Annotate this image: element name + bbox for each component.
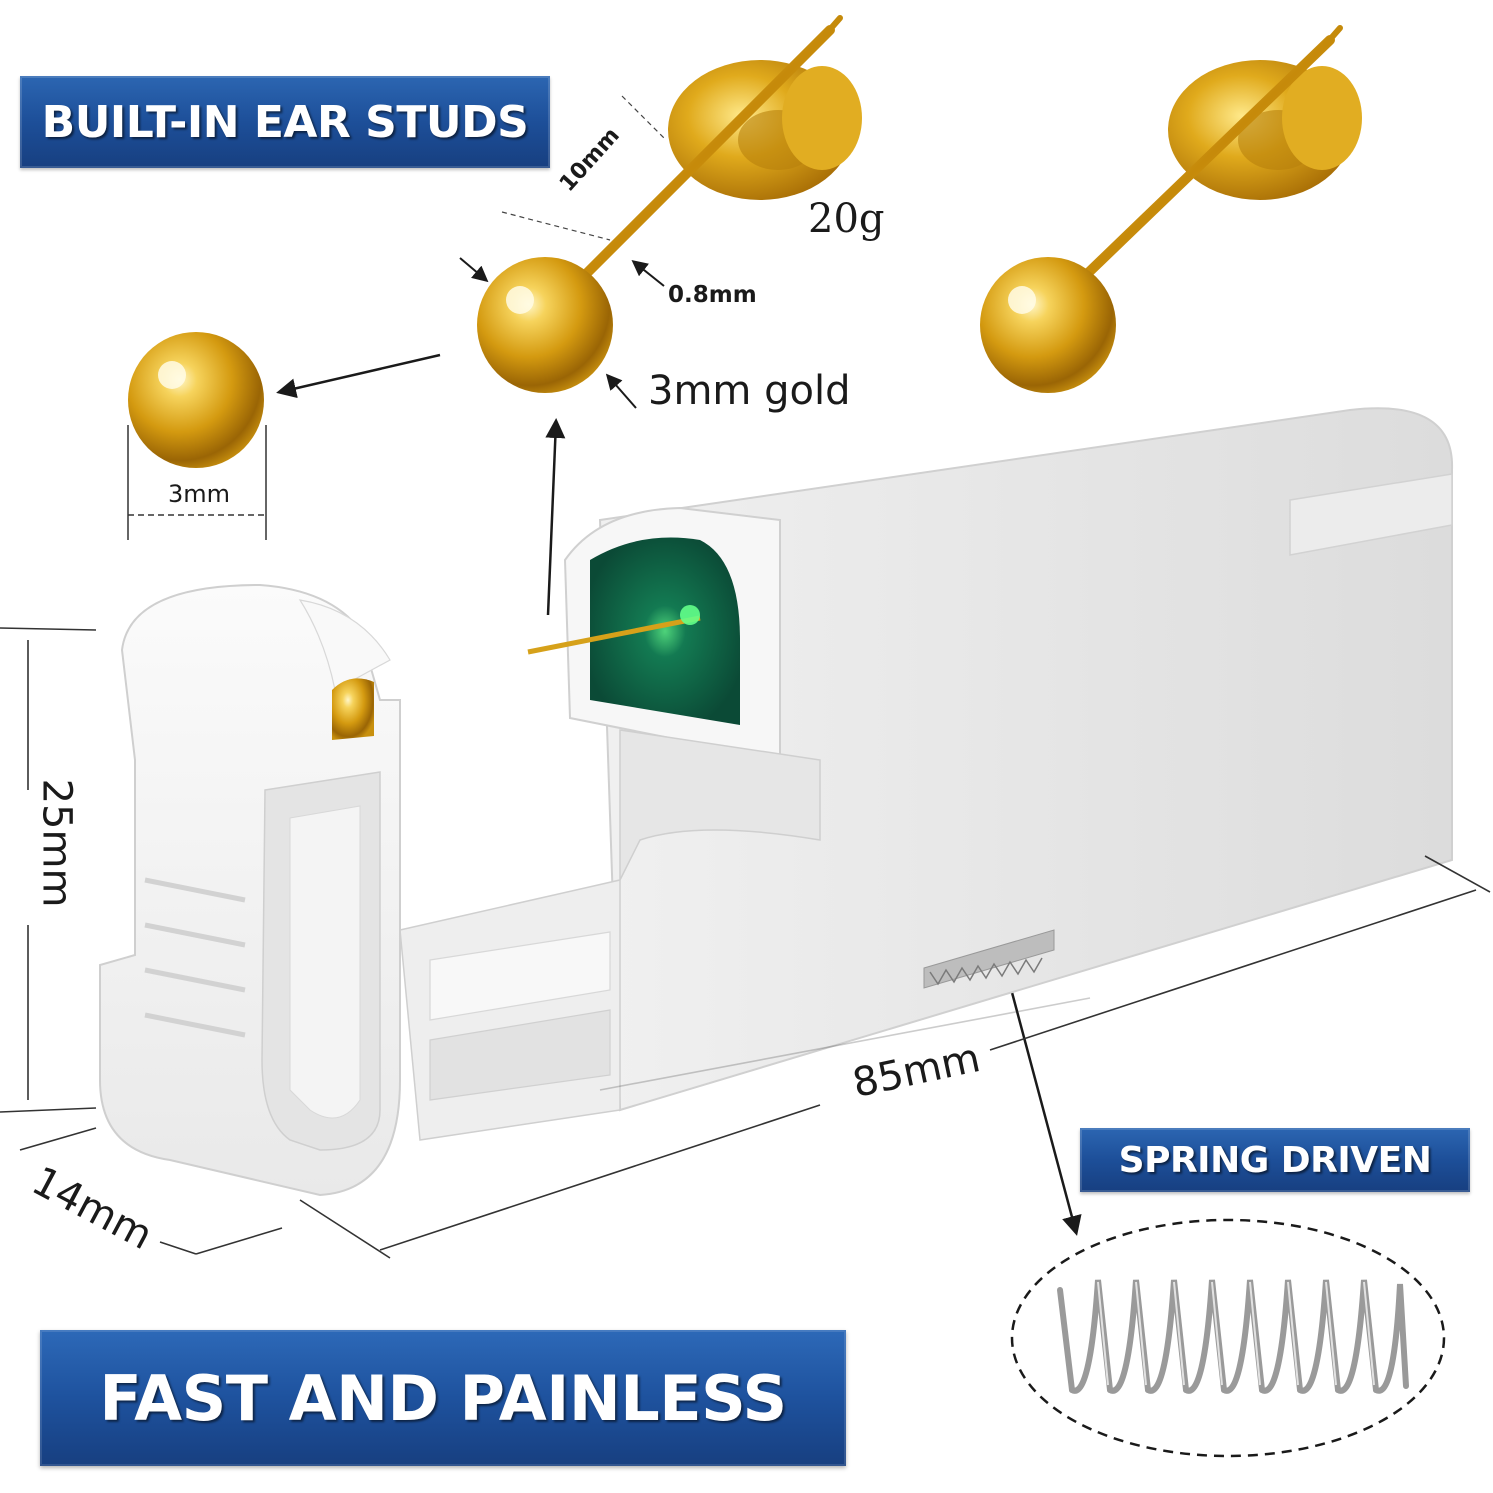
ear-stud-right xyxy=(980,25,1362,393)
spring-detail xyxy=(1010,1218,1446,1458)
label-ball-width: 3mm xyxy=(168,480,231,508)
needle xyxy=(527,615,701,655)
banner-built-in-ear-studs: BUILT-IN EAR STUDS xyxy=(20,76,550,168)
banner-built-in-text: BUILT-IN EAR STUDS xyxy=(41,96,529,148)
banner-fast-text: FAST AND PAINLESS xyxy=(99,1361,787,1435)
arrow-to-stud xyxy=(545,418,566,616)
label-pin-diameter: 0.8mm xyxy=(668,282,757,308)
banner-spring-text: SPRING DRIVEN xyxy=(1118,1139,1432,1181)
banner-fast-and-painless: FAST AND PAINLESS xyxy=(40,1330,846,1466)
arrow-to-ball xyxy=(276,353,441,399)
stud-ball xyxy=(477,257,613,393)
arrow-to-spring xyxy=(1008,984,1082,1236)
stud-pin xyxy=(555,25,835,305)
ear-stud-center xyxy=(477,15,862,393)
label-device-height: 25mm xyxy=(33,778,80,908)
label-gauge: 20g xyxy=(808,196,885,242)
green-lens xyxy=(590,537,740,725)
banner-spring-driven: SPRING DRIVEN xyxy=(1080,1128,1470,1192)
dimension-lines xyxy=(0,627,1491,1259)
gold-ball-detail xyxy=(127,332,267,540)
label-ball-description: 3mm gold xyxy=(648,368,851,414)
piercing-device xyxy=(99,407,1454,1197)
